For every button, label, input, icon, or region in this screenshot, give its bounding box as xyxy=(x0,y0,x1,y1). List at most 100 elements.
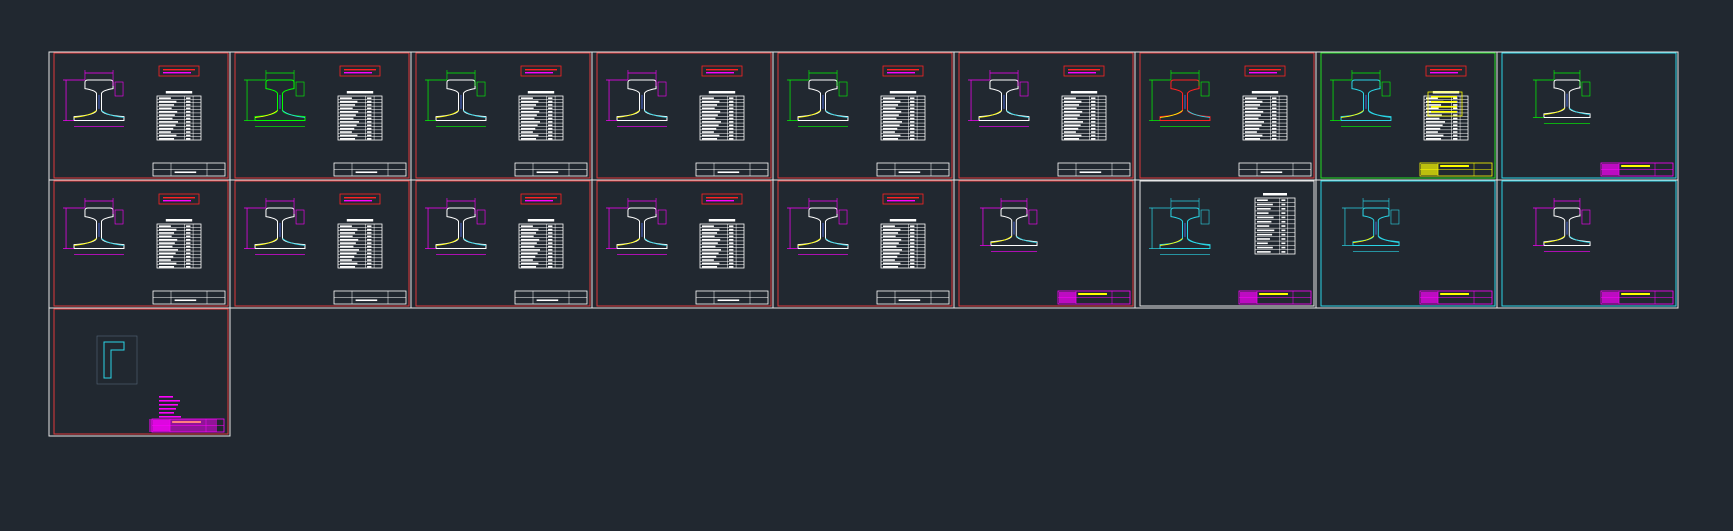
table-text-stroke xyxy=(548,121,553,123)
table-text-stroke xyxy=(1426,121,1446,123)
spec-table xyxy=(337,223,383,269)
note-text xyxy=(887,197,919,199)
table-text-stroke xyxy=(367,242,372,244)
table-text-stroke xyxy=(340,127,355,130)
table-text-stroke xyxy=(702,131,714,133)
table-text-stroke xyxy=(159,242,175,244)
sheet-frame xyxy=(415,180,591,307)
sheet-frame xyxy=(1139,180,1315,307)
note-text xyxy=(525,72,553,74)
note-text xyxy=(525,200,553,202)
table-text-stroke xyxy=(1281,203,1286,206)
table-title xyxy=(708,219,736,222)
note-box xyxy=(158,193,200,205)
table-text-stroke xyxy=(521,104,537,106)
drawing-sheet-2 xyxy=(234,52,410,179)
table-text-stroke xyxy=(1245,124,1262,127)
title-block-fill xyxy=(1602,292,1620,303)
drawing-sheet-15 xyxy=(958,180,1134,307)
table-text-stroke xyxy=(186,121,191,123)
sheet-frame xyxy=(1320,52,1496,179)
dimension-box xyxy=(838,209,848,225)
note-text xyxy=(525,197,557,199)
table-text-stroke xyxy=(367,252,372,255)
table-text-stroke xyxy=(186,97,191,99)
table-text-stroke xyxy=(1091,138,1096,140)
fillet-line xyxy=(990,235,1012,243)
table-text-stroke xyxy=(186,134,191,137)
table-text-stroke xyxy=(548,124,553,127)
fillet-line xyxy=(255,110,278,118)
drawing-sheet-13 xyxy=(596,180,772,307)
table-text-stroke xyxy=(1453,138,1458,140)
table-text-stroke xyxy=(186,124,191,127)
table-text-stroke xyxy=(367,97,372,99)
title-block-text xyxy=(717,171,740,174)
fillet-line xyxy=(1016,235,1038,243)
note-text xyxy=(159,416,181,418)
table-text-stroke xyxy=(1091,121,1096,123)
table-text-stroke xyxy=(340,259,352,261)
table-text-stroke xyxy=(883,259,895,261)
table-text-stroke xyxy=(1272,138,1277,140)
table-text-stroke xyxy=(1281,229,1286,232)
fillet-line xyxy=(255,238,278,246)
table-text-stroke xyxy=(702,259,714,261)
sheet-grid-border xyxy=(48,307,231,437)
table-text-stroke xyxy=(883,235,896,238)
table-text-stroke xyxy=(186,107,191,110)
table-text-stroke xyxy=(521,97,533,99)
table-text-stroke xyxy=(340,235,353,238)
table-text-stroke xyxy=(521,131,533,133)
table-text-stroke xyxy=(702,117,716,120)
table-text-stroke xyxy=(340,266,356,268)
table-text-stroke xyxy=(1281,238,1286,240)
table-text-stroke xyxy=(702,249,722,251)
table-text-stroke xyxy=(1245,134,1263,137)
table-text-stroke xyxy=(340,121,360,123)
note-box xyxy=(520,193,562,205)
table-text-stroke xyxy=(1453,131,1458,133)
table-text-stroke xyxy=(1257,216,1274,219)
table-text-stroke xyxy=(1091,110,1096,113)
table-text-stroke xyxy=(159,114,175,116)
table-text-stroke xyxy=(1281,220,1286,223)
table-text-stroke xyxy=(159,266,175,268)
table-text-stroke xyxy=(1453,127,1458,130)
dimension-box xyxy=(1200,81,1210,97)
section-sketch-box xyxy=(96,335,138,385)
note-box xyxy=(158,65,200,77)
table-text-stroke xyxy=(729,107,734,110)
spec-table xyxy=(337,95,383,141)
table-text-stroke xyxy=(1257,203,1273,206)
dimension-box xyxy=(1019,81,1029,97)
note-box xyxy=(701,65,743,77)
drawing-sheet-14 xyxy=(777,180,953,307)
table-text-stroke xyxy=(729,138,734,140)
table-text-stroke xyxy=(729,266,734,268)
drawing-sheet-19 xyxy=(53,308,229,435)
note-text xyxy=(163,197,195,199)
table-text-stroke xyxy=(548,228,553,231)
table-text-stroke xyxy=(340,252,357,255)
table-text-stroke xyxy=(159,117,173,120)
table-text-stroke xyxy=(1453,121,1458,123)
table-text-stroke xyxy=(1064,121,1084,123)
title-block-text xyxy=(355,299,378,302)
table-text-stroke xyxy=(1453,134,1458,137)
table-text-stroke xyxy=(1272,127,1277,130)
table-text-stroke xyxy=(1272,121,1277,123)
spec-table xyxy=(518,95,564,141)
note-text xyxy=(706,72,734,74)
table-text-stroke xyxy=(521,232,537,234)
note-text xyxy=(1068,69,1100,71)
table-text-stroke xyxy=(910,124,915,127)
note-text xyxy=(344,197,376,199)
table-text-stroke xyxy=(702,235,715,238)
table-text-stroke xyxy=(186,127,191,130)
table-text-stroke xyxy=(340,114,356,116)
table-text-stroke xyxy=(883,100,901,103)
drawing-sheet-17 xyxy=(1320,180,1496,307)
table-text-stroke xyxy=(702,238,721,241)
